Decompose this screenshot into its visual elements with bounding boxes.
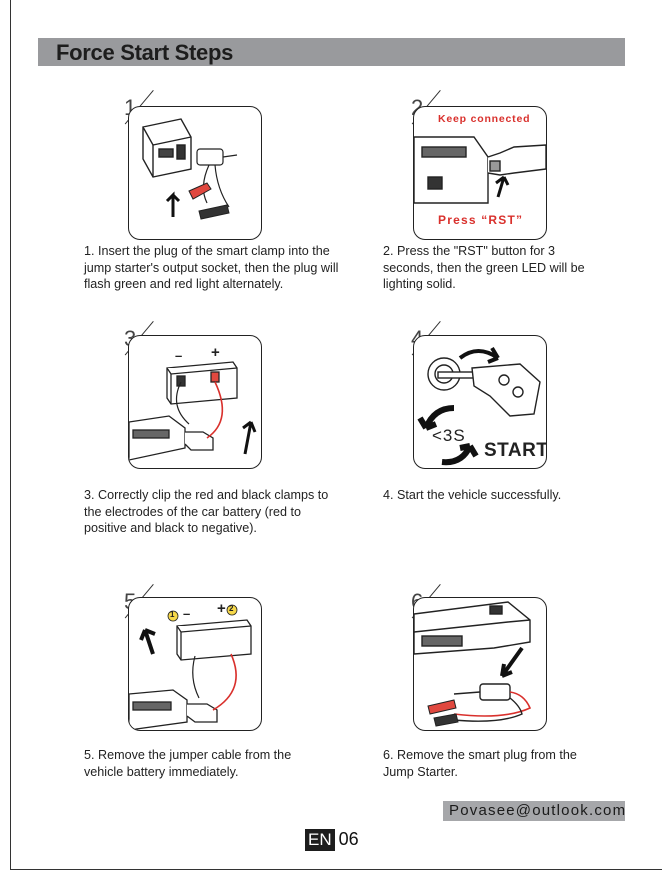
step-3-minus-sign: –	[175, 348, 183, 363]
step-6-illustration	[413, 597, 547, 731]
marker-2: 2	[229, 604, 234, 613]
section-header: Force Start Steps	[38, 38, 625, 66]
keep-connected-label: Keep connected	[438, 113, 531, 125]
page-number: 06	[338, 829, 359, 849]
step-4-description: 4. Start the vehicle successfully.	[383, 488, 562, 502]
step-3-illustration: – +	[128, 335, 262, 469]
page-title: Force Start Steps	[56, 40, 234, 65]
start-label: START	[484, 440, 547, 461]
step-4-illustration: <3S START	[413, 335, 547, 469]
step-1-description: 1. Insert the plug of the smart clamp in…	[84, 244, 339, 291]
language-badge: EN	[305, 829, 335, 851]
page-border-bottom	[10, 869, 662, 870]
timer-label: <3S	[432, 426, 466, 445]
step-5-minus-sign: –	[183, 606, 191, 621]
step-3-description: 3. Correctly clip the red and black clam…	[84, 488, 329, 535]
step-6-description: 6. Remove the smart plug from the Jump S…	[383, 748, 577, 779]
step-5-plus-sign: +	[217, 600, 226, 617]
press-rst-label: Press “RST”	[438, 213, 524, 227]
step-5-description: 5. Remove the jumper cable from the vehi…	[84, 748, 292, 779]
step-5-illustration: 1 2 – +	[128, 597, 262, 731]
contact-email: Povasee@outlook.com	[449, 802, 627, 819]
step-3-plus-sign: +	[211, 344, 220, 361]
step-1-illustration	[128, 106, 262, 240]
step-2-description: 2. Press the "RST" button for 3 seconds,…	[383, 244, 585, 291]
step-2-illustration: Keep connected Press “RST”	[413, 106, 547, 240]
page-border-left	[10, 0, 11, 870]
marker-1: 1	[170, 610, 175, 619]
contact-email-box: Povasee@outlook.com	[443, 801, 625, 821]
